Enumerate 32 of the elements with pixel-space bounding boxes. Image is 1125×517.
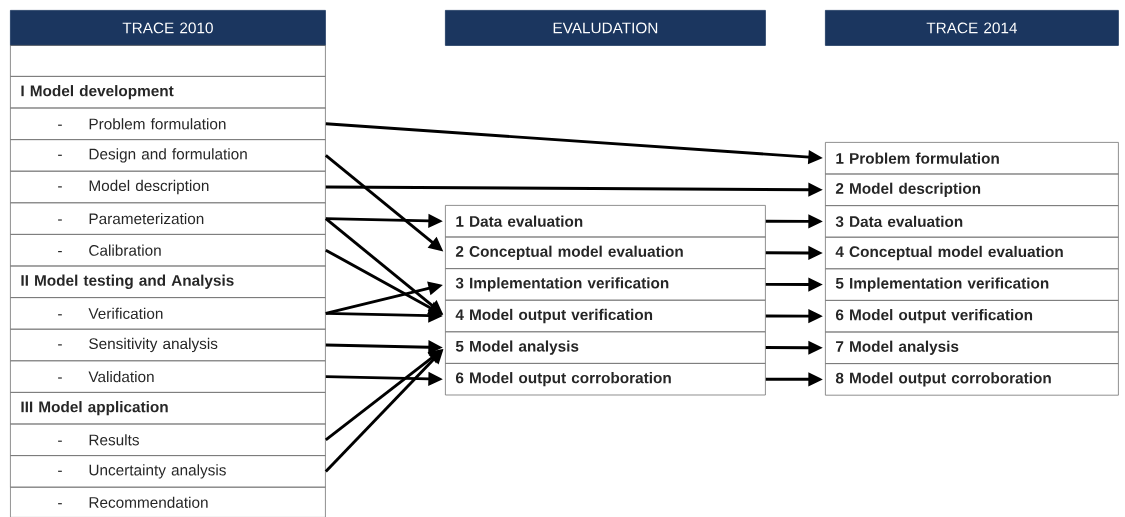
table-cell: - Model description: [10, 170, 326, 204]
column-header: TRACE 2014: [825, 10, 1119, 46]
table-cell: - Recommendation: [10, 486, 326, 517]
evaluation-box: 4 Model output verification: [445, 299, 766, 333]
trace-element-box: 7 Model analysis: [825, 331, 1119, 364]
trace-element-box: 4 Conceptual model evaluation: [825, 236, 1119, 270]
table-cell: - Design and formulation: [10, 139, 326, 172]
table-cell: - Parameterization: [10, 202, 326, 235]
table-cell: - Results: [10, 423, 326, 456]
table-cell: I Model development: [10, 76, 326, 109]
trace-element-box: 8 Model output corroboration: [825, 363, 1119, 396]
table-cell: - Verification: [10, 297, 326, 330]
table-cell: - Sensitivity analysis: [10, 328, 326, 362]
table-cell: II Model testing and Analysis: [10, 265, 326, 298]
trace-element-box: 1 Problem formulation: [825, 142, 1119, 175]
evaluation-box: 6 Model output corroboration: [445, 363, 766, 396]
evaluation-box: 1 Data evaluation: [445, 205, 766, 238]
evaluation-box: 5 Model analysis: [445, 331, 766, 364]
trace-element-box: 5 Implementation verification: [825, 268, 1119, 301]
table-cell: [10, 45, 326, 77]
column-header: EVALUDATION: [445, 10, 766, 46]
table-cell: - Problem formulation: [10, 107, 326, 140]
evaluation-box: 2 Conceptual model evaluation: [445, 236, 766, 269]
trace-element-box: 6 Model output verification: [825, 300, 1119, 333]
table-cell: - Uncertainty analysis: [10, 455, 326, 488]
trace-element-box: 2 Model description: [825, 173, 1119, 206]
trace-element-box: 3 Data evaluation: [825, 205, 1119, 238]
table-cell: - Validation: [10, 360, 326, 393]
column-header: TRACE 2010: [10, 10, 326, 46]
table-cell: - Calibration: [10, 234, 326, 267]
evaluation-box: 3 Implementation verification: [445, 268, 766, 301]
table-cell: III Model application: [10, 392, 326, 425]
